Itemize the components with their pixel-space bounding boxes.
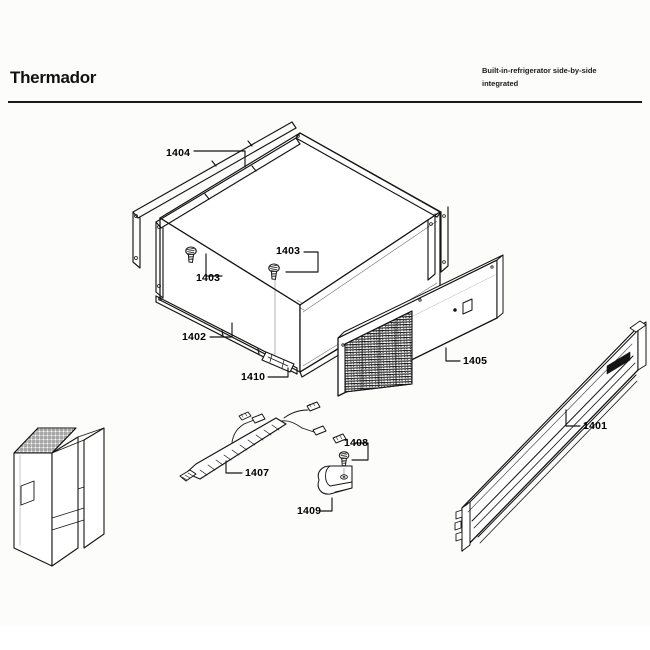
callout-1409: 1409 xyxy=(297,505,322,517)
callout-1401: 1401 xyxy=(583,420,608,432)
part-1405-grille-panel xyxy=(337,254,504,397)
part-1410-bracket xyxy=(261,351,295,373)
part-1404-rail-right xyxy=(295,132,442,218)
callout-1403-left: 1403 xyxy=(196,272,221,284)
part-1408-screw xyxy=(338,451,350,467)
callout-1403-center: 1403 xyxy=(276,245,301,257)
part-1401-kickplate xyxy=(454,320,647,552)
part-1407-harness xyxy=(179,401,347,482)
header-divider xyxy=(8,101,642,103)
part-1404-rail-inner xyxy=(155,137,301,299)
callout-1408: 1408 xyxy=(344,437,369,449)
subtitle-line-1: Built-in-refrigerator side-by-side xyxy=(482,66,597,75)
callout-1404: 1404 xyxy=(166,147,191,159)
reference-cabinet-illustration xyxy=(13,427,105,567)
part-1409-clamp xyxy=(317,465,353,495)
document-subtitle: Built-in-refrigerator side-by-side integ… xyxy=(482,64,642,90)
callout-1410: 1410 xyxy=(241,371,266,383)
callout-leaders xyxy=(193,150,581,512)
subtitle-line-2: integrated xyxy=(482,79,519,88)
grille-louvers xyxy=(344,310,413,393)
cabinet-right-leg xyxy=(427,206,449,281)
brand-title: Thermador xyxy=(10,68,97,87)
callout-1402: 1402 xyxy=(182,331,207,343)
callout-1405: 1405 xyxy=(463,355,488,367)
part-1404-rail xyxy=(132,121,297,269)
callout-1407: 1407 xyxy=(245,467,270,479)
